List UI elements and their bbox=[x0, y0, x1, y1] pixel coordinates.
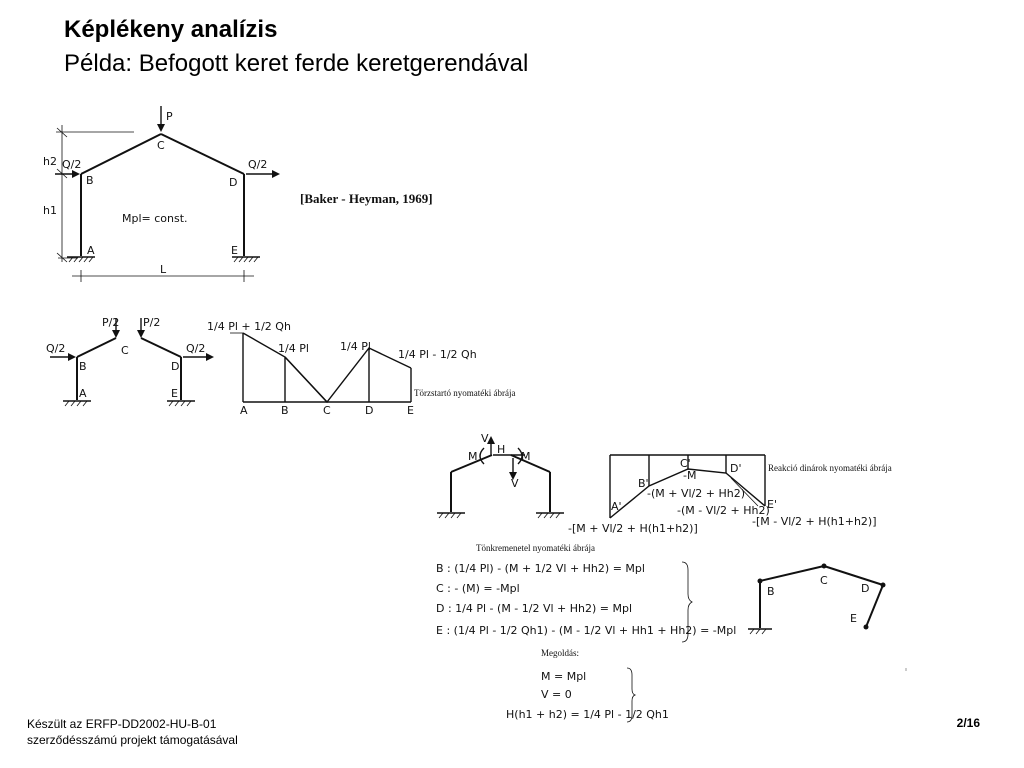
load-q2-right-label: Q/2 bbox=[248, 158, 267, 171]
solution-eq-h: H(h1 + h2) = 1/4 Pl - 1/2 Qh1 bbox=[506, 708, 669, 721]
diag1-axis-d: D bbox=[365, 404, 373, 417]
diag2-node-d: D' bbox=[730, 462, 742, 475]
mechanism-sketch: B C D E bbox=[748, 563, 886, 635]
mech-node-c: C bbox=[820, 574, 828, 587]
mechanism-eq-b: B : (1/4 Pl) - (M + 1/2 Vl + Hh2) = Mpl bbox=[436, 562, 645, 575]
slide-subtitle: Példa: Befogott keret ferde keretgerendá… bbox=[64, 50, 529, 77]
mpl-const-label: Mpl= const. bbox=[122, 212, 188, 225]
diag1-d-label: 1/4 Pl - 1/2 Qh bbox=[398, 348, 477, 361]
reaction-h-label: H bbox=[497, 443, 505, 456]
diag1-top-label: 1/4 Pl + 1/2 Qh bbox=[207, 320, 291, 333]
node-c-label: C bbox=[157, 139, 165, 152]
split-node-c-label: C bbox=[121, 344, 129, 357]
node-b-label: B bbox=[86, 174, 94, 187]
reference-label: [Baker - Heyman, 1969] bbox=[300, 191, 433, 206]
reaction-m-right-label: M bbox=[521, 450, 531, 463]
split-node-a-label: A bbox=[79, 387, 87, 400]
footer-credit: Készült az ERFP-DD2002-HU-B-01 szerződés… bbox=[27, 716, 238, 748]
split-q2-right-label: Q/2 bbox=[186, 342, 205, 355]
split-node-e-label: E bbox=[171, 387, 178, 400]
dim-h2-label: h2 bbox=[43, 155, 57, 168]
reaction-m-left-label: M bbox=[468, 450, 478, 463]
diag1-axis-e: E bbox=[407, 404, 414, 417]
solution-eq-m: M = Mpl bbox=[541, 670, 586, 683]
diag2-node-a: A' bbox=[611, 500, 622, 513]
diag1-axis-a: A bbox=[240, 404, 248, 417]
split-frame-diagram: P/2 P/2 Q/2 Q/2 C B A D E bbox=[46, 316, 214, 407]
diag2-e-moment: -[M - Vl/2 + H(h1+h2)] bbox=[752, 515, 877, 528]
diag2-node-b: B' bbox=[638, 477, 649, 490]
frame-diagram: P Q/2 Q/2 h2 h1 L Mpl= const. A B C D E bbox=[43, 106, 280, 282]
dim-h1-label: h1 bbox=[43, 204, 57, 217]
split-q2-left-label: Q/2 bbox=[46, 342, 65, 355]
diag1-axis-c: C bbox=[323, 404, 331, 417]
solution-caption: Megoldás: bbox=[541, 648, 579, 658]
primary-moment-diagram: 1/4 Pl + 1/2 Qh 1/4 Pl 1/4 Pl 1/4 Pl - 1… bbox=[207, 320, 515, 417]
footer-line-2: szerződésszámú projekt támogatásával bbox=[27, 733, 238, 747]
reaction-v-up-label: V bbox=[481, 432, 489, 445]
reaction-moment-diagram: C' B' A' D' E' -M -(M + Vl/2 + Hh2) -(M … bbox=[568, 454, 892, 535]
split-p2-right-label: P/2 bbox=[143, 316, 160, 329]
load-p-label: P bbox=[166, 110, 173, 123]
split-node-d-label: D bbox=[171, 360, 179, 373]
mech-node-e: E bbox=[850, 612, 857, 625]
solution-eq-v: V = 0 bbox=[541, 688, 572, 701]
dim-span-label: L bbox=[160, 263, 167, 276]
reaction-frame-diagram: V H M M V bbox=[437, 432, 564, 519]
solution-block: Megoldás: M = Mpl V = 0 H(h1 + h2) = 1/4… bbox=[506, 648, 669, 723]
diag1-caption: Törzstartó nyomatéki ábrája bbox=[414, 388, 515, 398]
mech-node-b: B bbox=[767, 585, 775, 598]
mechanism-equations: Tönkremenetel nyomatéki ábrája B : (1/4 … bbox=[436, 543, 736, 643]
node-a-label: A bbox=[87, 244, 95, 257]
split-p2-left-label: P/2 bbox=[102, 316, 119, 329]
mechanism-eq-c: C : - (M) = -Mpl bbox=[436, 582, 520, 595]
node-d-label: D bbox=[229, 176, 237, 189]
diag2-b-moment: -(M + Vl/2 + Hh2) bbox=[647, 487, 745, 500]
diag1-b-label: 1/4 Pl bbox=[278, 342, 309, 355]
diag2-a-moment: -[M + Vl/2 + H(h1+h2)] bbox=[568, 522, 698, 535]
split-node-b-label: B bbox=[79, 360, 87, 373]
mechanism-eq-e: E : (1/4 Pl - 1/2 Qh1) - (M - 1/2 Vl + H… bbox=[436, 624, 736, 637]
node-e-label: E bbox=[231, 244, 238, 257]
diag2-node-c: C' bbox=[680, 457, 691, 470]
diag1-axis-b: B bbox=[281, 404, 289, 417]
diag2-caption: Reakció dinárok nyomatéki ábrája bbox=[768, 463, 892, 473]
slide-title: Képlékeny analízis bbox=[64, 16, 278, 43]
diag2-node-e: E' bbox=[767, 498, 777, 511]
load-q2-left-label: Q/2 bbox=[62, 158, 81, 171]
page-number: 2/16 bbox=[956, 716, 980, 730]
diag1-c-label: 1/4 Pl bbox=[340, 340, 371, 353]
mechanism-eq-d: D : 1/4 Pl - (M - 1/2 Vl + Hh2) = Mpl bbox=[436, 602, 632, 615]
diag2-d-moment: -(M - Vl/2 + Hh2) bbox=[677, 504, 770, 517]
mechanism-caption: Tönkremenetel nyomatéki ábrája bbox=[476, 543, 595, 553]
mech-node-d: D bbox=[861, 582, 869, 595]
footer-line-1: Készült az ERFP-DD2002-HU-B-01 bbox=[27, 717, 217, 731]
diag2-c-moment: -M bbox=[683, 469, 696, 482]
reaction-v-down-label: V bbox=[511, 477, 519, 490]
